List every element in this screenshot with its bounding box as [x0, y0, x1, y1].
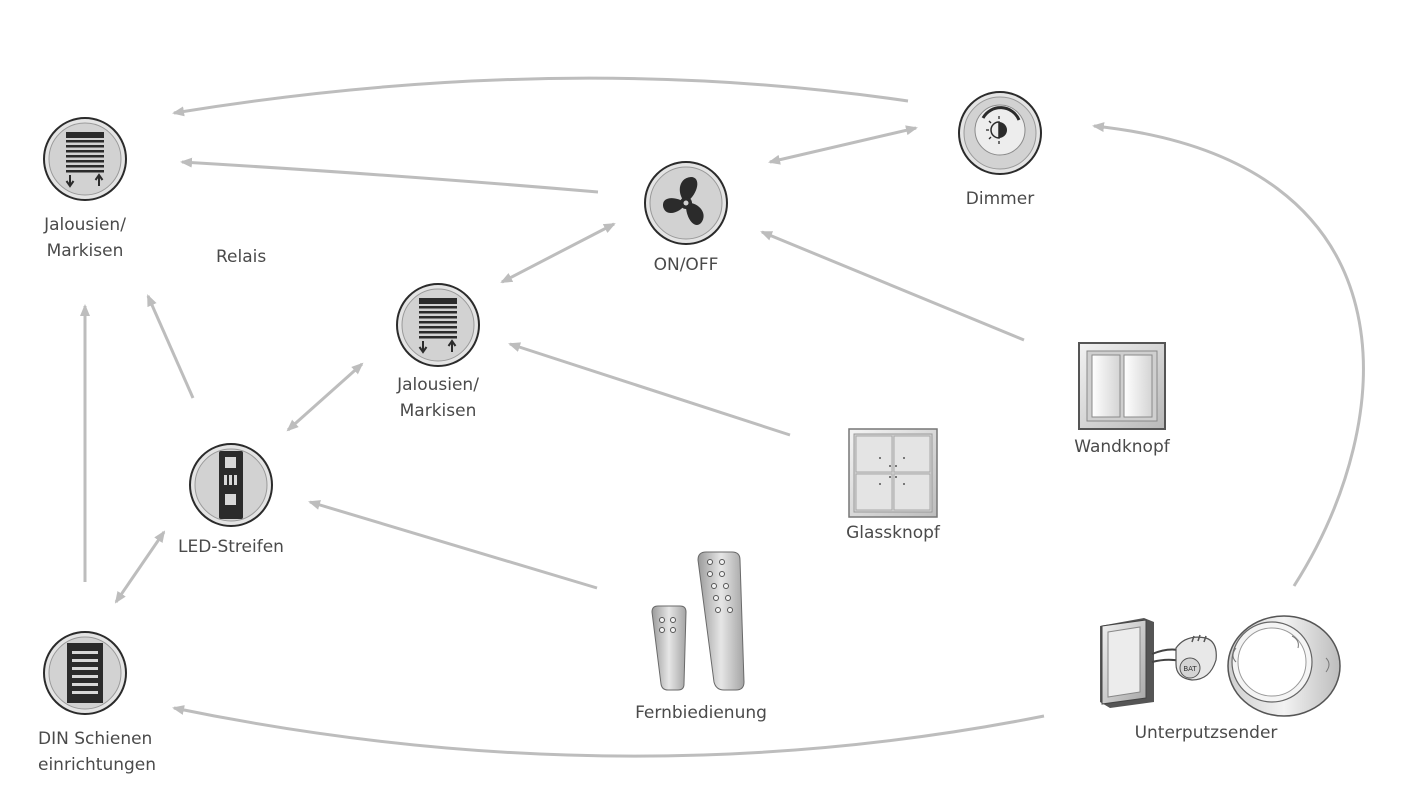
fan-icon [644, 161, 728, 245]
fernbedienung-label: Fernbiedienung [635, 703, 767, 723]
jalousien-top-line2: Markisen [46, 241, 124, 261]
arrow-led-din [114, 530, 166, 604]
svg-text:BAT: BAT [1183, 665, 1197, 673]
shutter-icon [43, 117, 127, 201]
jalousien-top-line1: Jalousien/ [44, 215, 126, 235]
led-streifen-label: LED-Streifen [178, 537, 284, 557]
din-line2: einrichtungen [38, 755, 157, 775]
arrow-onoff-jalousien-mid [500, 222, 616, 284]
jalousien-top-label: Jalousien/ Markisen [20, 212, 150, 264]
din-line1: DIN Schienen [38, 729, 153, 749]
arrow-glassknopf-to-jalousien-mid [508, 342, 791, 437]
jalousien-mid-line1: Jalousien/ [397, 375, 479, 395]
flush-transmitter-icon: BAT [1100, 615, 1341, 717]
on-off-label: ON/OFF [653, 255, 719, 275]
jalousien-mid-line2: Markisen [399, 401, 477, 421]
arrow-onoff-dimmer [768, 125, 918, 165]
wall-switch-icon [1078, 342, 1166, 430]
remote-control-icon [651, 551, 745, 691]
arrow-wandknopf-to-onoff [760, 230, 1025, 342]
arrow-onoff-to-jalousien-top [180, 157, 599, 194]
glassknopf-label: Glassknopf [846, 523, 940, 543]
jalousien-mid-label: Jalousien/ Markisen [373, 372, 503, 424]
arrow-led-to-jalousien-top [146, 294, 195, 399]
dimmer-knob-icon [958, 91, 1042, 175]
dimmer-label: Dimmer [965, 189, 1035, 209]
relais-label: Relais [216, 247, 267, 267]
unterputzsender-label: Unterputzsender [1134, 723, 1278, 743]
arrow-dimmer-to-jalousien-top [172, 76, 909, 117]
wandknopf-label: Wandknopf [1074, 437, 1170, 457]
led-strip-icon [189, 443, 273, 527]
shutter-icon [396, 283, 480, 367]
arrow-unterputz-to-din [172, 705, 1045, 758]
din-rail-icon [43, 631, 127, 715]
arrow-jalousien-mid-led [286, 362, 364, 432]
glass-switch-icon [848, 428, 938, 518]
arrow-unterputz-to-dimmer [1092, 122, 1365, 587]
arrow-fernbedienung-to-led [308, 500, 598, 590]
din-label: DIN Schienen einrichtungen [38, 726, 188, 778]
